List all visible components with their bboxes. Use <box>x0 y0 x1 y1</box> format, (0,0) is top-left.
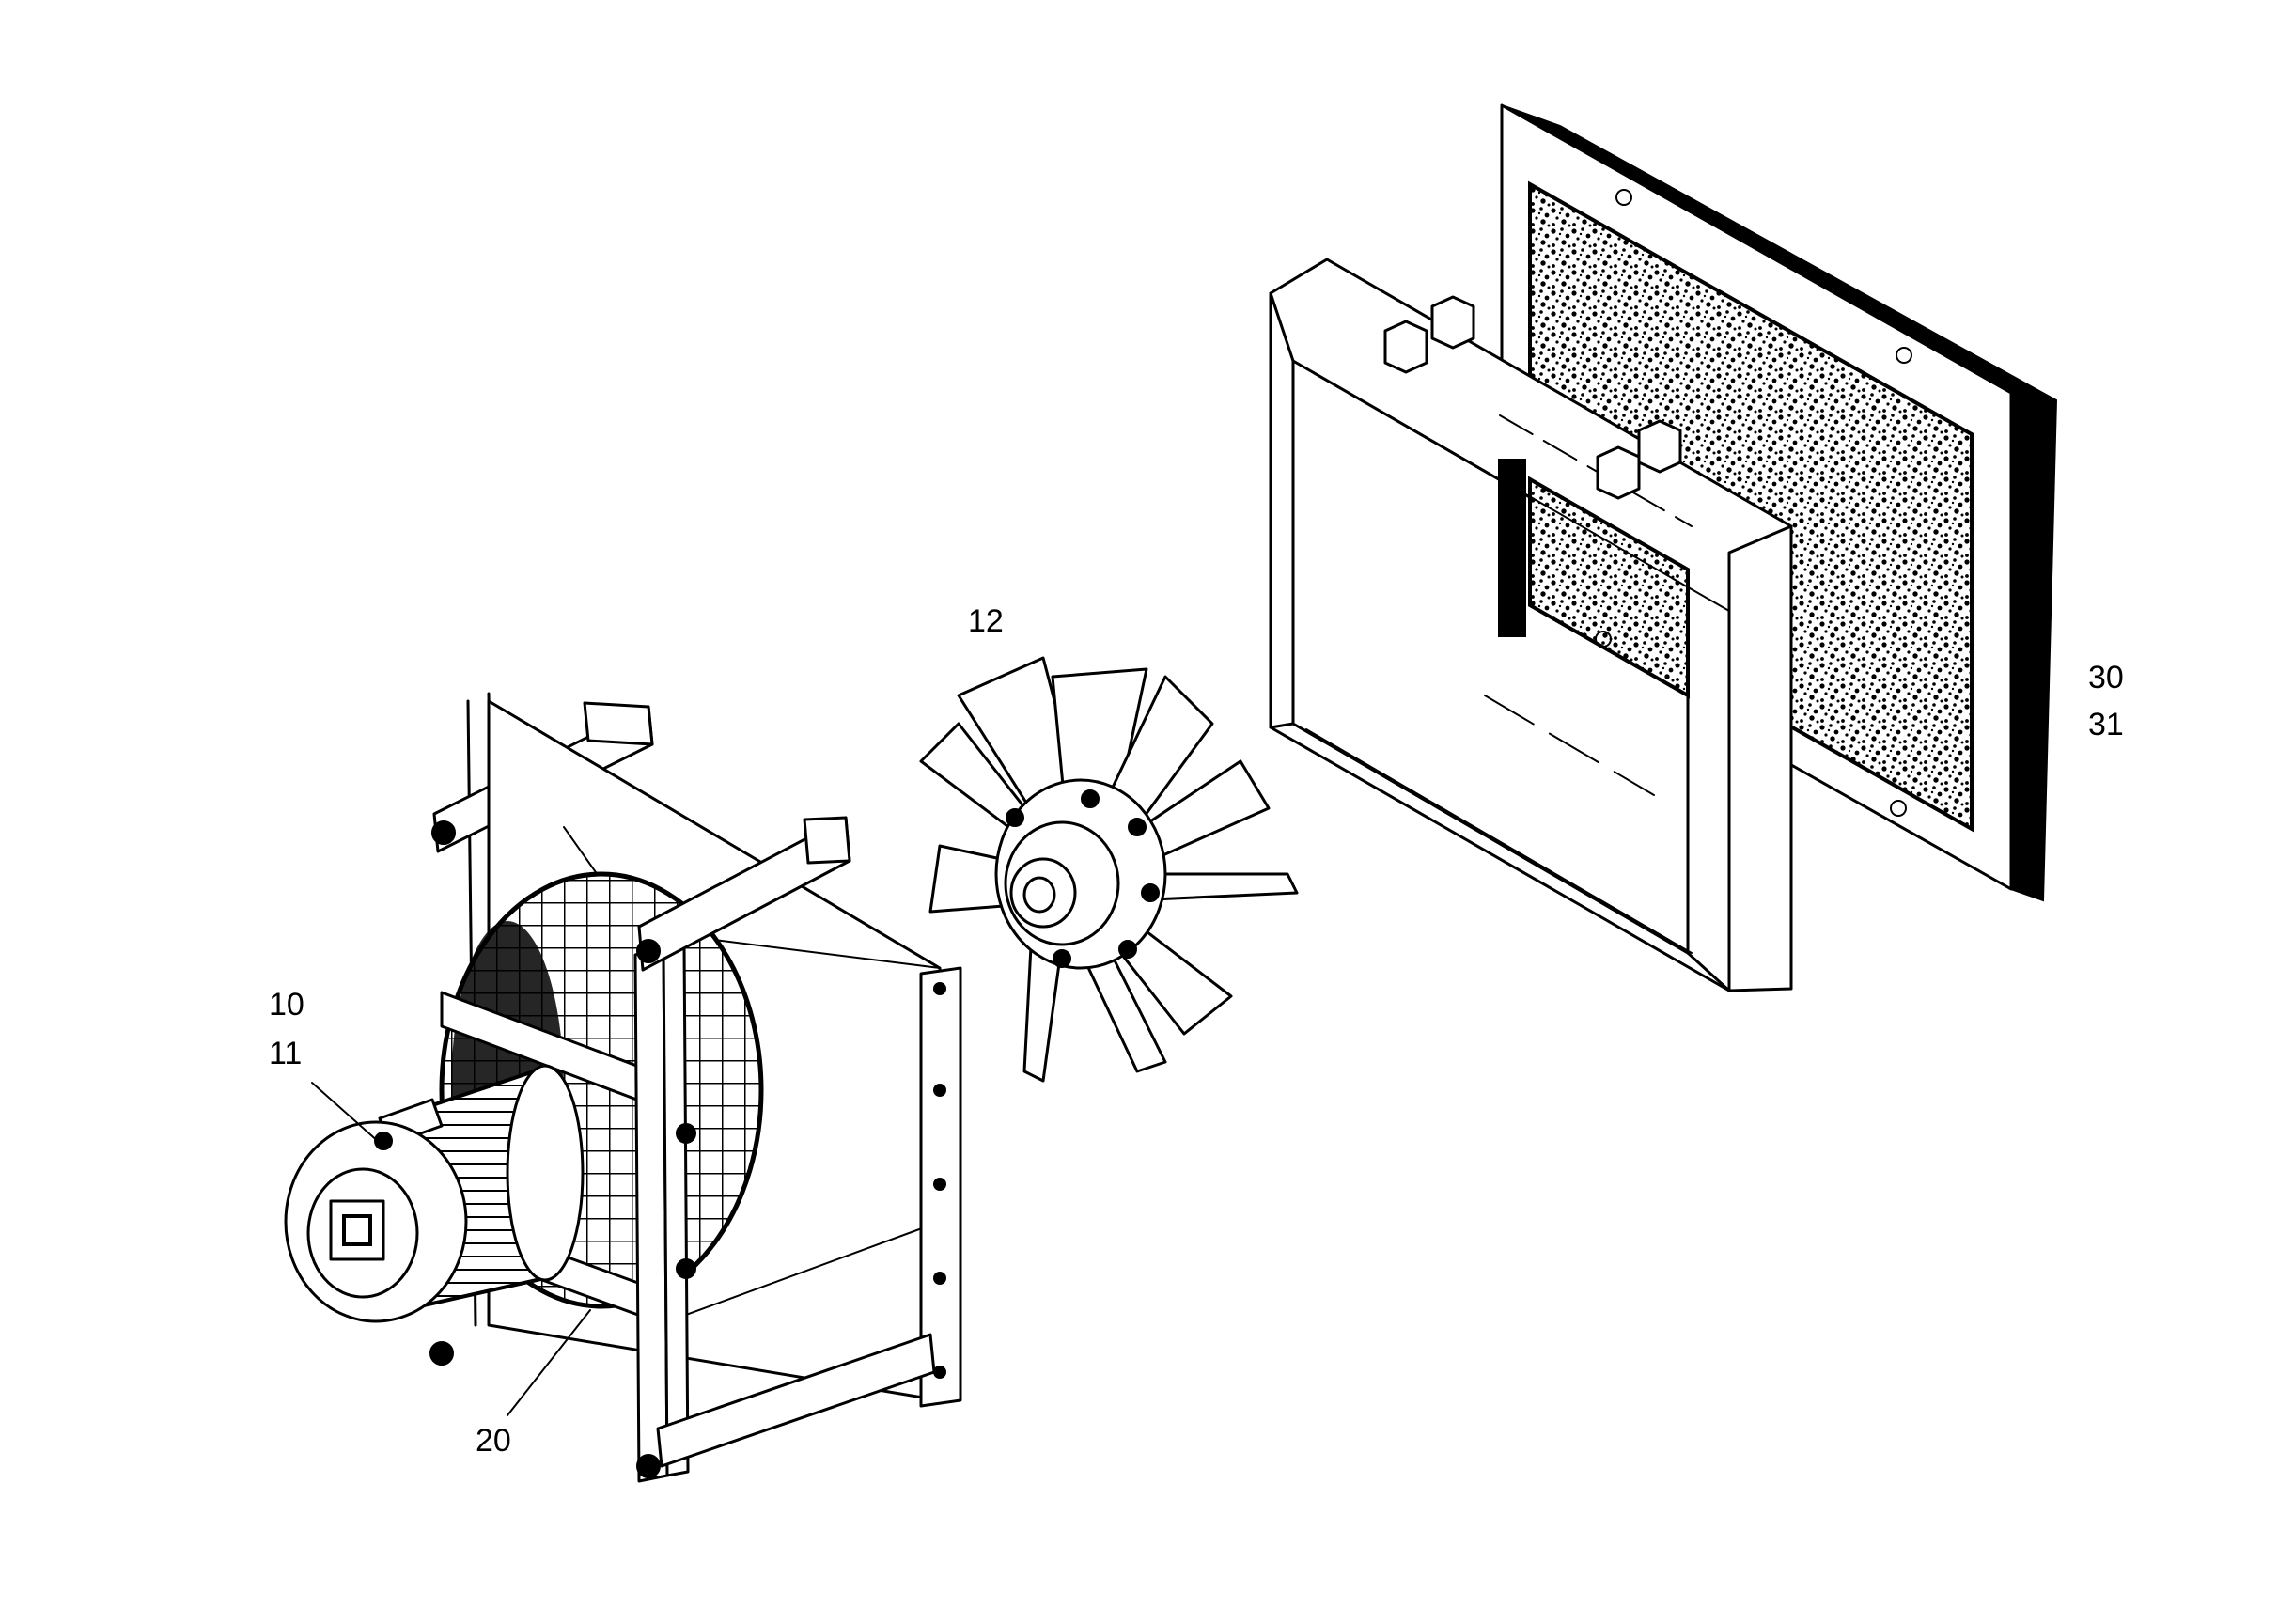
fan-impeller <box>919 656 1299 1083</box>
leader-lines <box>311 1082 591 1416</box>
filter-media-visible <box>1528 476 1690 699</box>
callout-30: 30 <box>2088 660 2124 695</box>
frame-clips <box>1383 295 1682 500</box>
callout-20: 20 <box>476 1423 511 1459</box>
blower-assembly <box>284 692 962 1483</box>
callout-10: 10 <box>269 987 304 1023</box>
callout-11: 11 <box>269 1036 302 1071</box>
callout-12: 12 <box>968 603 1004 639</box>
filter-box-frame <box>1269 258 1793 992</box>
callout-31: 31 <box>2088 707 2124 742</box>
